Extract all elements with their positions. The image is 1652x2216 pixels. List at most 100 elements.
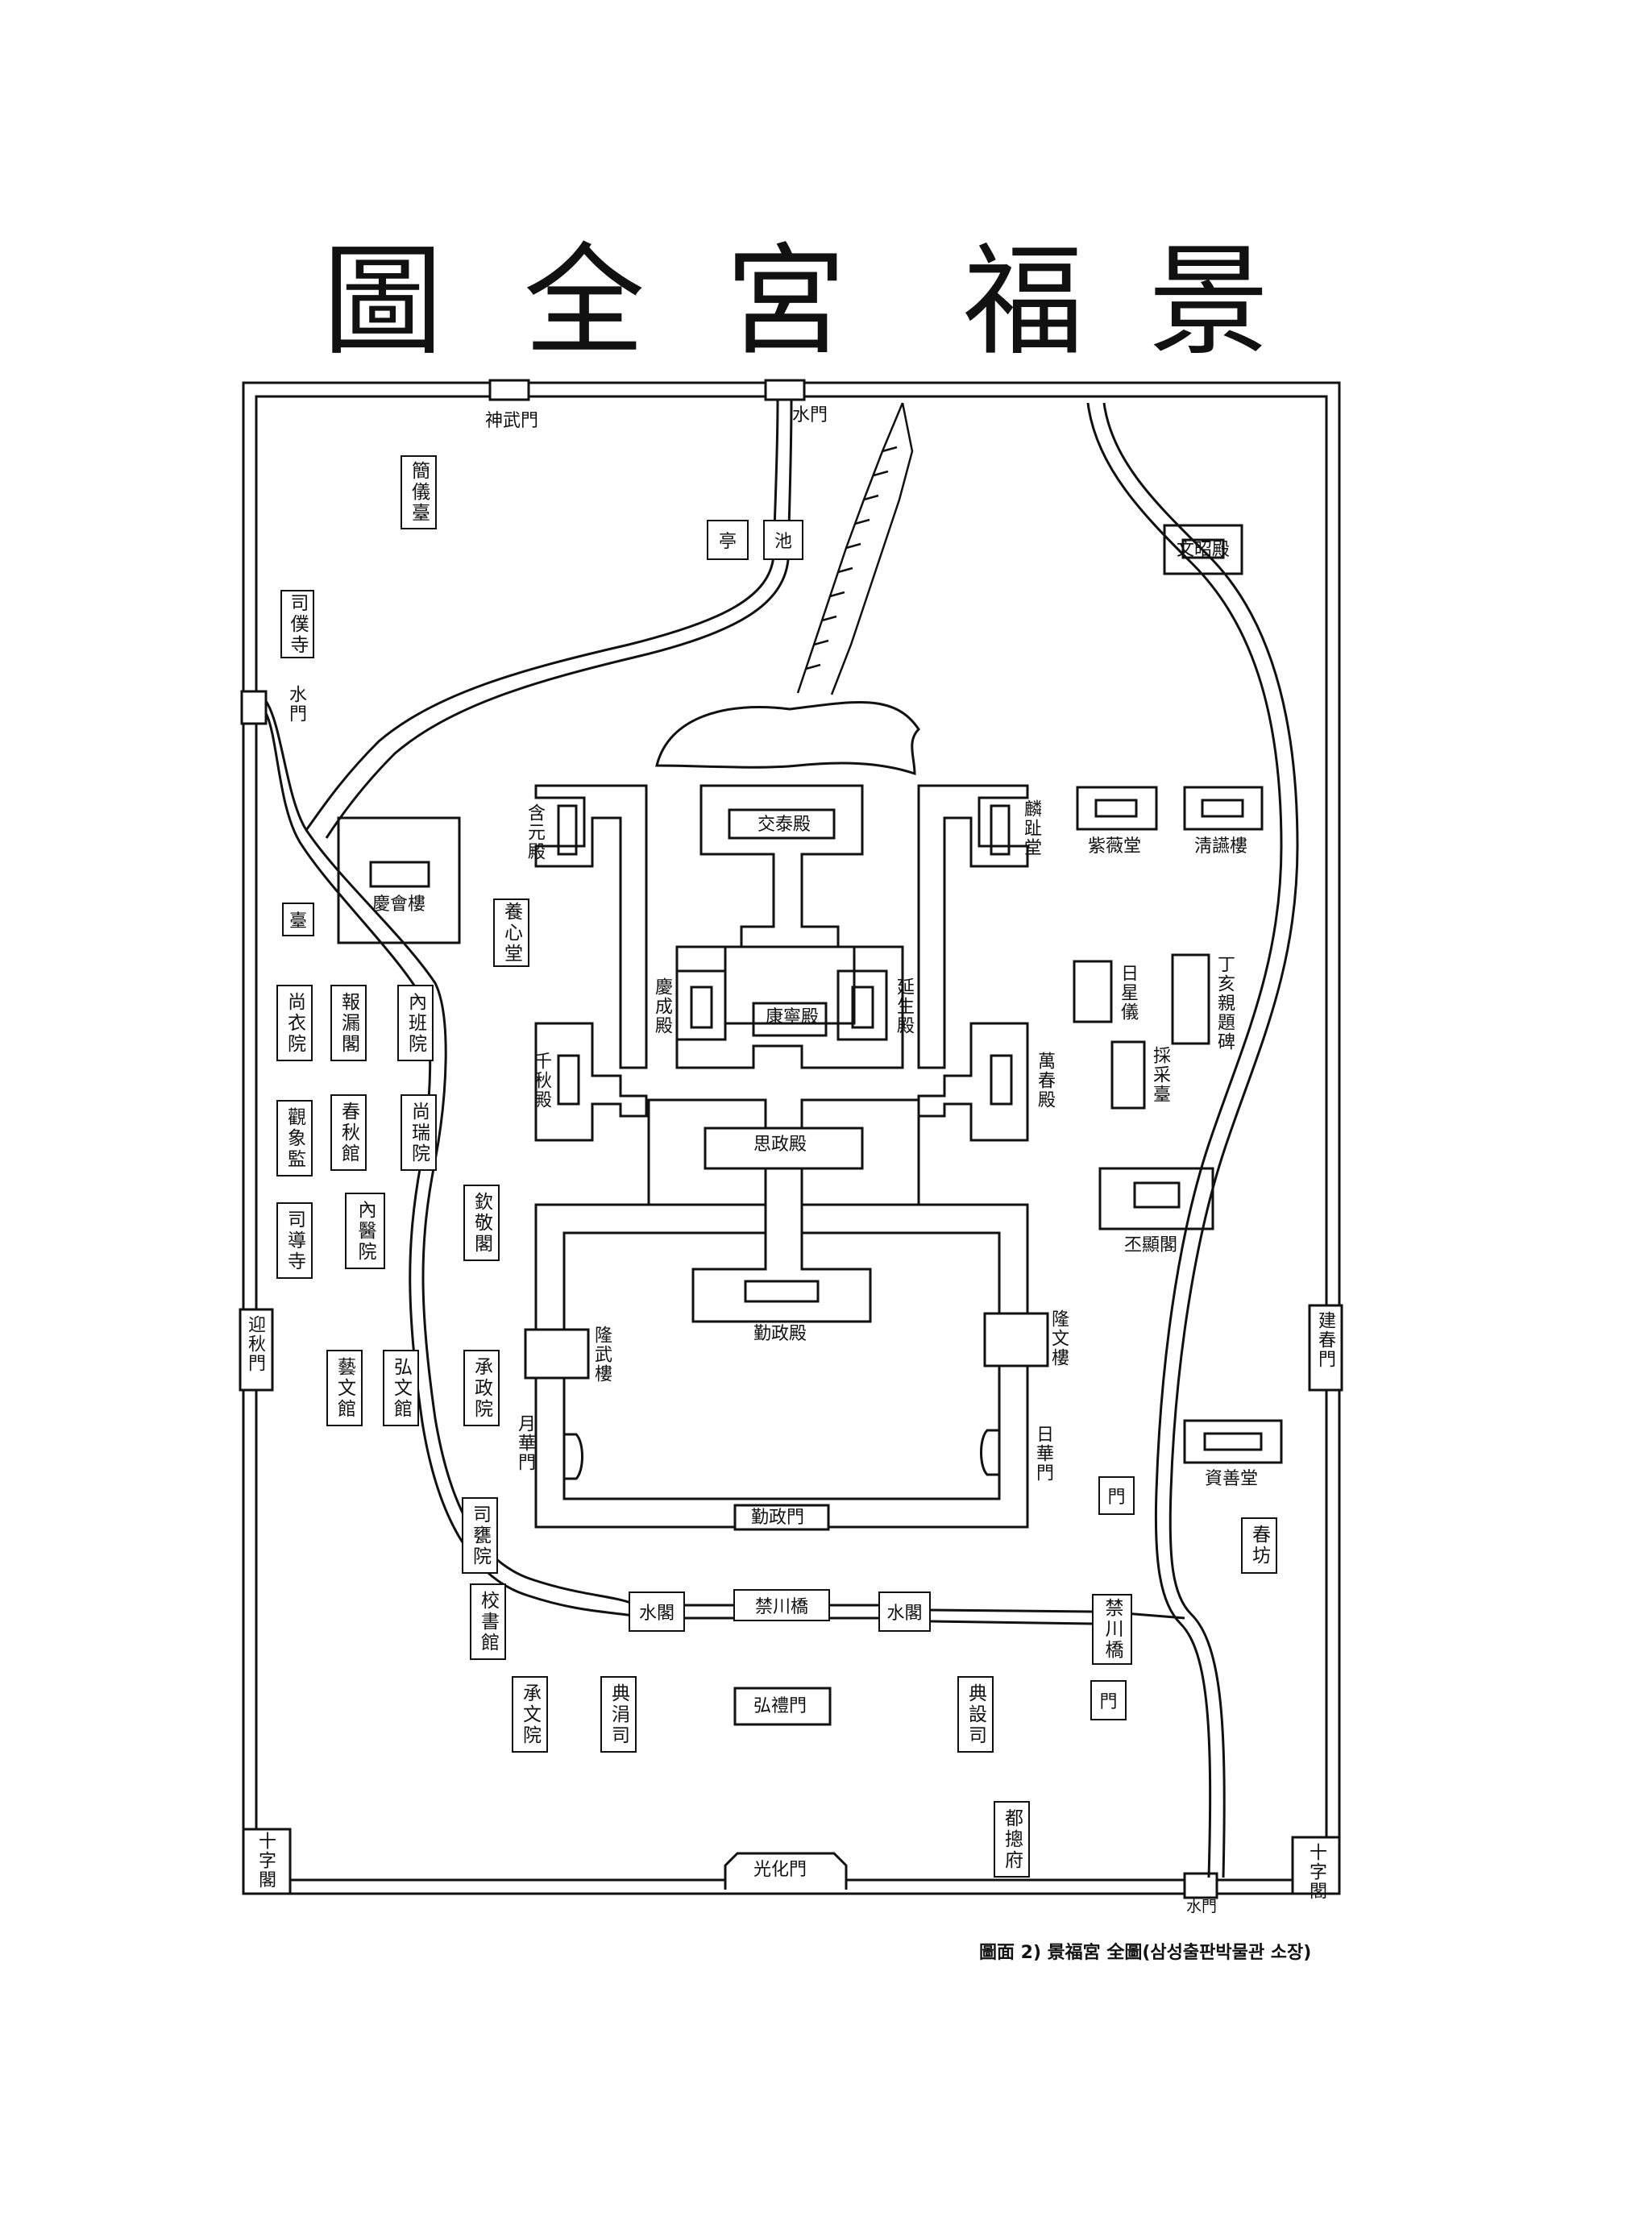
- bldg-jeonyeonsa: 典涓司: [600, 1676, 637, 1753]
- bldg-yemungwan: 藝文館: [326, 1350, 363, 1426]
- bldg-geumcheongyo: 禁川橋: [733, 1589, 830, 1621]
- bldg-mun-right1: 門: [1098, 1476, 1135, 1515]
- bldg-jaseondang: [1183, 1419, 1283, 1464]
- label-cheongyeonnu: 淸讌樓: [1194, 836, 1248, 857]
- label-jeonghaebi: 丁亥親題碑: [1214, 955, 1235, 1052]
- figure-caption: 圖面 2) 景福宮 全圖(삼성출판박물관 소장): [979, 1943, 1312, 1963]
- label-wolhwamun: 月華門: [515, 1414, 535, 1472]
- bldg-geunjeongjeon-base: [691, 1233, 872, 1323]
- label-gyeongseongjeon: 慶成殿: [652, 977, 672, 1035]
- bldg-sangeuiwon: 尚衣院: [276, 985, 313, 1061]
- bldg-gyeonghoeru-inner: [369, 861, 430, 888]
- gate-sumun-left: [240, 690, 268, 725]
- bldg-manchunjeon: [990, 1054, 1013, 1106]
- title-char-3: 宮: [725, 232, 847, 372]
- bldg-saongwon: 司甕院: [462, 1497, 498, 1574]
- bldg-cheonchujeon: [557, 1054, 580, 1106]
- label-gyeonghoeru: 慶會樓: [372, 894, 426, 915]
- bldg-sajeongjeon: [704, 1127, 864, 1170]
- label-pyohyeongak: 丕顯閣: [1124, 1235, 1178, 1255]
- label-gyotaejeon: 交泰殿: [758, 815, 811, 835]
- stream-right-b: [1102, 402, 1299, 1878]
- bldg-sadosi: 司導寺: [276, 1202, 313, 1279]
- bldg-chunbang: 春坊: [1241, 1517, 1277, 1574]
- ridge: [796, 402, 914, 695]
- stream-bottom-a: [685, 1604, 1093, 1613]
- label-sajeongjeon: 思政殿: [753, 1135, 807, 1155]
- bldg-gyoseogwan: 校書館: [470, 1583, 506, 1660]
- compound-sajeongjeon-west: [647, 1098, 767, 1206]
- title-char-2: 福: [963, 232, 1085, 372]
- label-jaseondang: 資善堂: [1205, 1469, 1259, 1489]
- label-chaecheondae: 採采臺: [1150, 1046, 1170, 1104]
- label-sumun-top: 水門: [792, 405, 828, 425]
- gate-sinmumun: [488, 379, 530, 401]
- hill: [655, 700, 920, 776]
- bldg-ji: 池: [763, 520, 803, 560]
- label-geunjeongjeon: 勤政殿: [753, 1324, 807, 1344]
- bldg-jeong: 亭: [707, 520, 749, 560]
- title-char-5: 圖: [322, 232, 444, 372]
- bldg-gangnyeongjeon: [752, 1002, 828, 1037]
- title-char-1: 景: [1148, 232, 1270, 372]
- bldg-naeuiwon: 內醫院: [345, 1193, 385, 1269]
- label-geunjeongmun: 勤政門: [751, 1508, 805, 1528]
- bldg-yungmuru: [524, 1328, 590, 1380]
- label-gangnyeongjeon: 康寧殿: [766, 1007, 820, 1027]
- label-gwanghwamun: 光化門: [753, 1860, 807, 1880]
- label-manchunjeon: 萬春殿: [1035, 1052, 1055, 1110]
- stream-right-a: [1086, 402, 1283, 1878]
- compound-hamwonjeon: [534, 784, 648, 1069]
- corner-sipjagak-right: [1291, 1836, 1341, 1895]
- corner-sipjagak-left: [242, 1828, 292, 1895]
- bldg-dochongbu: 都摠府: [994, 1801, 1030, 1878]
- bldg-heumgyeonggak: 欽敬閣: [463, 1185, 500, 1261]
- label-sumun-left: 水門: [286, 685, 306, 724]
- bldg-seungjeongwon: 承政院: [463, 1350, 500, 1426]
- label-sipjagak-right: 十字閣: [1306, 1843, 1326, 1901]
- bldg-munsojeon: [1163, 524, 1243, 575]
- gate-wolhwamun: [562, 1433, 583, 1480]
- label-yeonsaengjeon: 延生殿: [894, 977, 914, 1035]
- label-hongnyemun: 弘禮門: [753, 1696, 807, 1716]
- compound-rinjidang: [917, 784, 1029, 1069]
- gate-hongnyemun: [733, 1687, 832, 1726]
- compound-cheonchujeon: [534, 1022, 648, 1142]
- bldg-geumcheongyo-v: 禁川橋: [1092, 1594, 1132, 1665]
- bldg-jeonseolsa: 典設司: [957, 1676, 994, 1753]
- label-ilhwamun: 日華門: [1033, 1425, 1053, 1483]
- bldg-chaecheondae: [1110, 1040, 1146, 1110]
- pond-gyeonghoeru: [337, 816, 461, 944]
- bldg-hongmungwan: 弘文館: [383, 1350, 419, 1426]
- bldg-yeonsaengjeon: [836, 969, 888, 1041]
- label-yungmuru: 隆武樓: [591, 1326, 612, 1384]
- bldg-yungmunnu: [983, 1312, 1049, 1367]
- bldg-cheongyeonnu: [1183, 786, 1264, 831]
- label-yungmunnu: 隆文樓: [1048, 1309, 1069, 1367]
- bldg-gyeongseongjeon: [675, 969, 727, 1041]
- stream-mid-a: [305, 555, 775, 831]
- label-hamwonjeon: 含元殿: [525, 803, 545, 861]
- bldg-pyohyeongak: [1098, 1167, 1214, 1230]
- bldg-mun-right2: 門: [1090, 1680, 1127, 1720]
- gate-ilhwamun: [980, 1429, 1001, 1476]
- compound-gyotaejeon: [675, 784, 904, 1069]
- bldg-yangsimdang: 養心堂: [493, 898, 529, 967]
- stream-bottom-b: [685, 1616, 1093, 1625]
- bldg-geunjeongjeon-inner: [744, 1280, 820, 1303]
- bldg-naebanwon: 內班院: [397, 985, 434, 1061]
- bldg-gyotaejeon-inner: [728, 808, 836, 840]
- label-jamidang: 紫薇堂: [1088, 836, 1142, 857]
- bldg-dae: 臺: [282, 903, 314, 936]
- bldg-gwansanggam: 觀象監: [276, 1100, 313, 1176]
- bldg-seungmunwon: 承文院: [512, 1676, 548, 1753]
- bldg-sugak-right: 水閣: [878, 1591, 931, 1632]
- label-geonchunmun: 建春門: [1315, 1311, 1335, 1369]
- gate-yeongchumun: [239, 1308, 274, 1392]
- label-yeongchumun: 迎秋門: [245, 1315, 265, 1373]
- gate-gwanghwamun: [724, 1852, 848, 1890]
- bldg-rinjidang: [990, 804, 1011, 856]
- bldg-boruga: 報漏閣: [330, 985, 367, 1061]
- label-sumun-bottom: 水門: [1186, 1898, 1218, 1915]
